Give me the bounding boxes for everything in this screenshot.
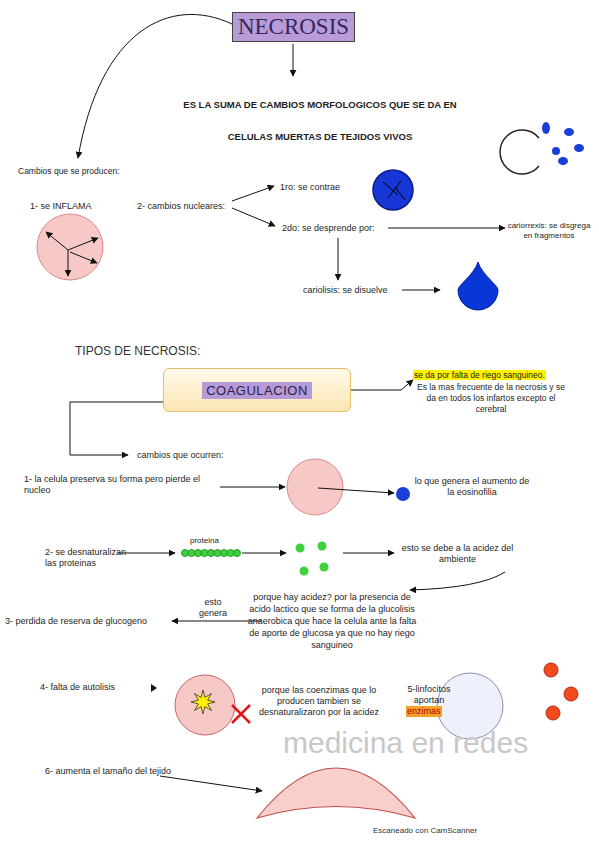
bracket-arrow bbox=[70, 402, 163, 455]
broken-nucleus bbox=[500, 130, 539, 174]
leader-arrow bbox=[388, 228, 505, 229]
step-label: cariolisis: se disuelve bbox=[303, 285, 388, 296]
denatured-protein bbox=[318, 542, 327, 551]
change-label: 1- la celula preserva su forma pero pier… bbox=[24, 474, 202, 496]
protein-chain bbox=[195, 550, 202, 557]
enlarged-tissue bbox=[257, 768, 415, 818]
watermark: medicina en redes bbox=[283, 726, 528, 760]
step-label: cariorrexis: se disgrega en fragmentos bbox=[505, 221, 593, 241]
connector-arrow bbox=[351, 380, 413, 390]
note-text: porque las coenzimas que lo producen tam… bbox=[258, 685, 380, 718]
nucleus-fragment bbox=[574, 144, 584, 152]
leader-arrow bbox=[242, 553, 286, 554]
protein-chain bbox=[208, 550, 215, 557]
dissolved-nucleus-drop bbox=[458, 262, 498, 310]
protein-chain bbox=[182, 550, 189, 557]
section-heading: TIPOS DE NECROSIS: bbox=[75, 344, 200, 358]
enzyme-dot bbox=[546, 706, 560, 720]
change-label: 6- aumenta el tamaño del tejido bbox=[45, 766, 171, 777]
leader-arrow bbox=[402, 290, 440, 291]
lost-nucleus bbox=[396, 487, 410, 501]
leader-arrow bbox=[220, 487, 285, 488]
leader-arrow bbox=[232, 208, 275, 226]
protein-chain bbox=[188, 550, 195, 557]
nucleus-mark bbox=[395, 187, 405, 200]
change-label: 1- se INFLAMA bbox=[30, 201, 92, 212]
note-text: esto se debe a la acidez del ambiente bbox=[400, 543, 515, 565]
leader-arrow bbox=[232, 186, 274, 201]
nucleus-mark bbox=[388, 181, 401, 198]
cell-without-nucleus bbox=[287, 459, 343, 515]
step-label: 1ro: se contrae bbox=[280, 182, 340, 193]
nucleus-fragment bbox=[542, 122, 550, 134]
protein-chain bbox=[214, 550, 221, 557]
section-label: cambios que ocurren: bbox=[137, 450, 224, 461]
pyknotic-nucleus bbox=[373, 170, 413, 210]
leader-arrow bbox=[410, 572, 505, 590]
change-label: 2- cambios nucleares: bbox=[137, 201, 225, 212]
swelling-arrow bbox=[68, 238, 98, 250]
scanner-note: Escaneado con CamScanner bbox=[373, 826, 477, 836]
intact-cell bbox=[175, 675, 235, 735]
part-label: proteina bbox=[190, 535, 219, 546]
nucleus-fragment bbox=[558, 157, 568, 165]
swelling-arrow bbox=[68, 250, 69, 276]
enzyme-dot bbox=[564, 687, 578, 701]
denatured-protein bbox=[300, 567, 309, 576]
title-box: NECROSIS bbox=[232, 12, 355, 42]
type-box: COAGULACION bbox=[163, 368, 351, 412]
note-text: porque hay acidez? por la presencia de a… bbox=[243, 591, 421, 651]
highlight-label: enzimas bbox=[406, 706, 442, 717]
cross-mark bbox=[232, 705, 250, 723]
enzyme-dot bbox=[544, 663, 558, 677]
pointer-symbol bbox=[151, 684, 157, 692]
change-label: 2- se desnaturalizan las proteinas bbox=[45, 547, 137, 569]
protein-chain bbox=[234, 550, 241, 557]
leader-arrow bbox=[293, 44, 294, 76]
change-label: 3- perdida de reserva de glucogeno bbox=[5, 616, 147, 627]
leader-arrow bbox=[160, 776, 262, 791]
leader-arrow bbox=[78, 14, 232, 158]
leader-arrow bbox=[343, 553, 394, 554]
denatured-protein bbox=[296, 544, 305, 553]
note-text: lo que genera el aumento de la eosinofil… bbox=[412, 476, 532, 498]
denatured-protein bbox=[320, 563, 329, 572]
section-label: Cambios que se producen: bbox=[18, 166, 120, 177]
swelling-arrow bbox=[70, 252, 97, 263]
swollen-cell bbox=[37, 214, 103, 280]
leader-arrow bbox=[118, 553, 175, 554]
protein-chain bbox=[221, 550, 228, 557]
highlight-box: se da por falta de riego sanguineo. bbox=[413, 370, 546, 380]
leader-arrow bbox=[318, 488, 394, 493]
autolysis-star bbox=[191, 690, 215, 714]
change-label: 4- falta de autolisis bbox=[40, 682, 115, 693]
node-text: se da por falta de riego sanguineo. bbox=[414, 370, 545, 380]
protein-chain bbox=[201, 550, 208, 557]
note-text: Es la mas frecuente de la necrosis y se … bbox=[412, 382, 570, 415]
swelling-arrow bbox=[46, 232, 68, 250]
note-text: 5-linfocitos aportan bbox=[400, 684, 458, 706]
node-text: COAGULACION bbox=[202, 382, 312, 399]
protein-chain bbox=[227, 550, 234, 557]
leader-arrow bbox=[338, 238, 339, 280]
nucleus-fragment bbox=[564, 128, 574, 136]
nucleus-fragment bbox=[552, 147, 560, 155]
cross-mark bbox=[232, 705, 250, 723]
step-label: 2do: se desprende por: bbox=[282, 223, 375, 234]
note-text: esto genera bbox=[193, 597, 233, 619]
definition-text: ES LA SUMA DE CAMBIOS MORFOLOGICOS QUE S… bbox=[165, 89, 475, 153]
